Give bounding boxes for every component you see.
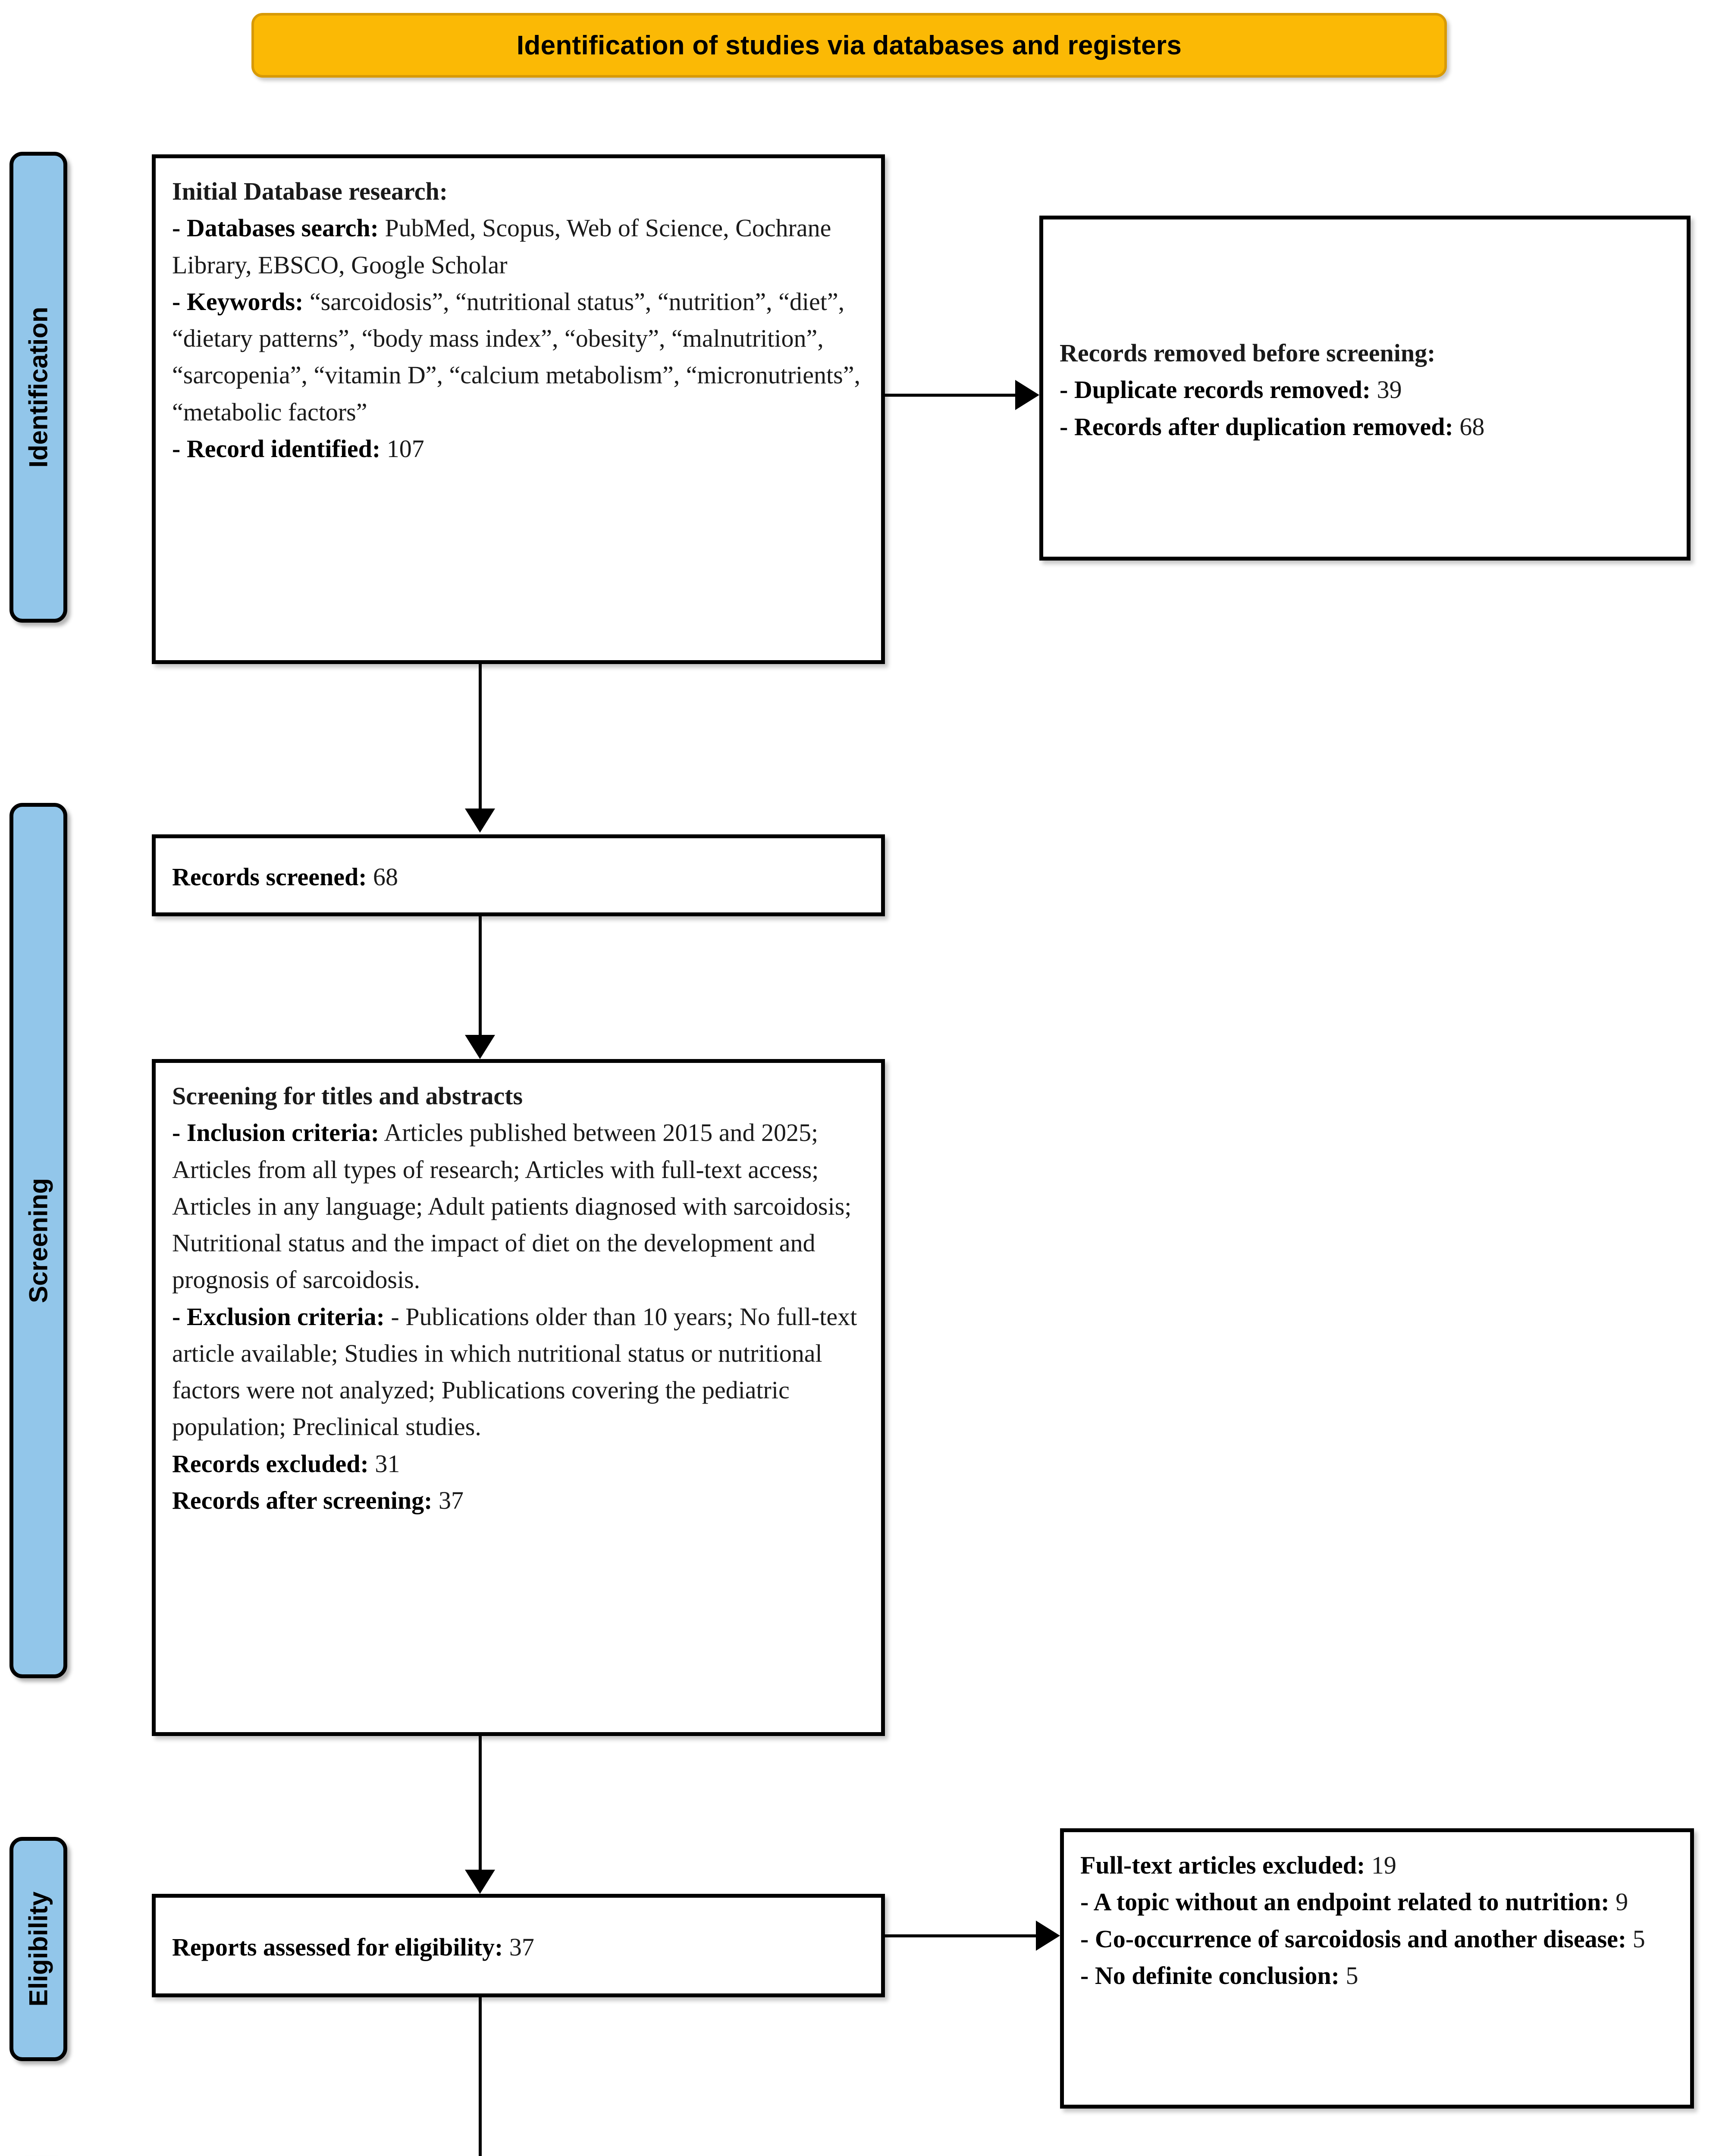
records-after-screening-value: 37 — [432, 1486, 464, 1514]
reports-assessed-value: 37 — [503, 1933, 534, 1962]
box-reports-assessed: Reports assessed for eligibility: 37 — [152, 1894, 885, 1997]
box-screening-titles-abstracts: Screening for titles and abstracts - Inc… — [152, 1059, 885, 1736]
arrow-screening-to-eligibility — [465, 1870, 495, 1894]
records-screened-line: Records screened: 68 — [172, 859, 398, 895]
arrow-eligibility-to-excluded — [1036, 1921, 1060, 1951]
reason-cooccurrence-value: 5 — [1626, 1924, 1645, 1953]
stage-label-screening: Screening — [24, 1178, 53, 1304]
duplicate-records-value: 39 — [1371, 376, 1402, 404]
records-after-screening-label: Records after screening: — [172, 1486, 433, 1514]
exclusion-criteria-label: - Exclusion criteria: — [172, 1302, 385, 1331]
fulltext-excluded-reason-1: - A topic without an endpoint related to… — [1080, 1883, 1674, 1920]
records-removed-title: Records removed before screening: — [1060, 339, 1436, 367]
stage-label-eligibility: Eligibility — [24, 1891, 53, 2007]
box-initial-database-research: Initial Database research: - Databases s… — [152, 154, 885, 664]
reason-no-conclusion-value: 5 — [1339, 1961, 1358, 1990]
initial-research-keywords: - Keywords: “sarcoidosis”, “nutritional … — [172, 283, 865, 430]
box-records-screened: Records screened: 68 — [152, 834, 885, 916]
connector-line-eligibility-to-included — [479, 1997, 482, 2156]
initial-research-title: Initial Database research: — [172, 177, 448, 205]
arrow-screened-to-screening — [465, 1035, 495, 1059]
screening-records-after: Records after screening: 37 — [172, 1482, 865, 1519]
record-identified-value: 107 — [380, 434, 424, 463]
diagram-title: Identification of studies via databases … — [516, 30, 1182, 60]
inclusion-criteria-value: Articles published between 2015 and 2025… — [172, 1119, 852, 1294]
screening-inclusion: - Inclusion criteria: Articles published… — [172, 1114, 865, 1298]
records-excluded-label: Records excluded: — [172, 1449, 369, 1478]
inclusion-criteria-label: - Inclusion criteria: — [172, 1119, 380, 1147]
reports-assessed-line: Reports assessed for eligibility: 37 — [172, 1929, 534, 1965]
reason-cooccurrence-label: - Co-occurrence of sarcoidosis and anoth… — [1080, 1924, 1627, 1953]
reason-no-nutrition-endpoint-label: - A topic without an endpoint related to… — [1080, 1888, 1609, 1916]
exclusion-criteria-value: - Publications older than 10 years; No f… — [172, 1302, 857, 1441]
connector-line-screened-to-screening — [479, 916, 482, 1035]
records-after-duplication-value: 68 — [1453, 412, 1485, 441]
records-screened-value: 68 — [367, 863, 398, 891]
connector-line-screening-to-eligibility — [479, 1736, 482, 1870]
records-after-duplication-label: - Records after duplication removed: — [1060, 412, 1453, 441]
box-records-removed: Records removed before screening: - Dupl… — [1039, 216, 1691, 561]
initial-research-record-identified: - Record identified: 107 — [172, 430, 865, 467]
databases-search-value: PubMed, Scopus, Web of Science, Cochrane… — [172, 214, 831, 279]
fulltext-excluded-value: 19 — [1365, 1851, 1396, 1879]
initial-research-databases: - Databases search: PubMed, Scopus, Web … — [172, 210, 865, 283]
diagram-header-banner: Identification of studies via databases … — [251, 13, 1447, 78]
keywords-label: - Keywords: — [172, 287, 304, 316]
databases-search-label: - Databases search: — [172, 214, 379, 242]
fulltext-excluded-label: Full-text articles excluded: — [1080, 1851, 1365, 1879]
fulltext-excluded-reason-3: - No definite conclusion: 5 — [1080, 1957, 1674, 1994]
arrow-identification-to-removed — [1015, 380, 1039, 410]
duplicate-records-label: - Duplicate records removed: — [1060, 376, 1371, 404]
connector-line-identification-to-screened — [479, 664, 482, 808]
stage-tab-identification: Identification — [9, 152, 67, 623]
reports-assessed-label: Reports assessed for eligibility: — [172, 1933, 503, 1962]
connector-line-eligibility-to-excluded — [885, 1934, 1036, 1937]
screening-exclusion: - Exclusion criteria: - Publications old… — [172, 1298, 865, 1445]
stage-label-identification: Identification — [24, 307, 53, 468]
box-fulltext-excluded: Full-text articles excluded: 19 - A topi… — [1060, 1828, 1694, 2109]
keywords-value: “sarcoidosis”, “nutritional status”, “nu… — [172, 287, 860, 426]
arrow-identification-to-screened — [465, 808, 495, 833]
records-screened-label: Records screened: — [172, 863, 367, 891]
record-identified-label: - Record identified: — [172, 434, 381, 463]
records-removed-after-dup: - Records after duplication removed: 68 — [1060, 408, 1670, 445]
stage-tab-eligibility: Eligibility — [9, 1837, 67, 2061]
fulltext-excluded-title: Full-text articles excluded: 19 — [1080, 1847, 1674, 1883]
records-removed-duplicate: - Duplicate records removed: 39 — [1060, 371, 1670, 408]
stage-tab-screening: Screening — [9, 803, 67, 1678]
screening-records-excluded: Records excluded: 31 — [172, 1445, 865, 1482]
connector-line-identification-to-removed — [885, 394, 1015, 397]
fulltext-excluded-reason-2: - Co-occurrence of sarcoidosis and anoth… — [1080, 1921, 1674, 1957]
reason-no-nutrition-endpoint-value: 9 — [1609, 1888, 1628, 1916]
records-excluded-value: 31 — [368, 1449, 400, 1478]
screening-title: Screening for titles and abstracts — [172, 1082, 523, 1110]
reason-no-conclusion-label: - No definite conclusion: — [1080, 1961, 1339, 1990]
